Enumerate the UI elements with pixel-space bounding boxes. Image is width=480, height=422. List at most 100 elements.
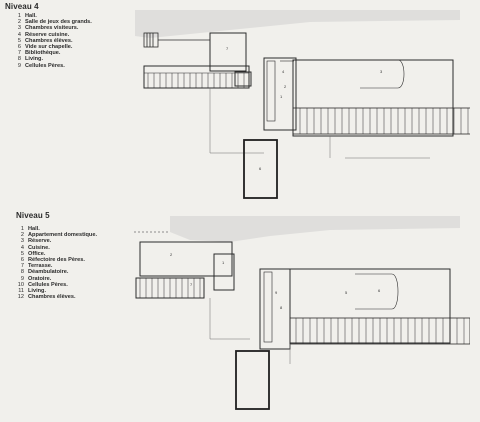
west-wing [135, 241, 235, 299]
plan-mark: 1 [280, 94, 283, 99]
plan-mark: 2 [170, 252, 173, 257]
legend-item: 2 Salle de jeux des grands. [11, 19, 92, 25]
legend-label: Cuisine. [28, 244, 50, 251]
legend-label: Living. [28, 288, 47, 295]
site-lines [209, 88, 430, 159]
legend-item: 1 Hall. [14, 226, 97, 232]
legend-number: 4 [17, 31, 21, 38]
legend-number: 3 [20, 238, 24, 245]
legend-label: Office. [28, 250, 46, 257]
legend-item: 9 Oratoire. [14, 276, 97, 282]
legend-item: 2 Appartement domestique. [14, 232, 97, 238]
plan-mark: 8 [280, 305, 283, 310]
east-wing-cells [299, 108, 469, 134]
legend-label: Réserve cuisine. [25, 31, 70, 38]
legend-item: 8 Déambulatoire. [14, 269, 97, 275]
legend-number: 2 [17, 19, 21, 26]
legend-number: 9 [20, 275, 24, 282]
legend-label: Hall. [25, 13, 37, 19]
legend-item: 12 Chambres élèves. [14, 294, 97, 300]
legend-item: 3 Réserve. [14, 238, 97, 244]
legend-label: Oratoire. [28, 275, 52, 282]
level4-room-marks: 7 12 4 3 [226, 46, 383, 99]
legend-label: Appartement domestique. [28, 232, 97, 239]
legend-item: 6 Vide sur chapelle. [11, 44, 92, 50]
legend-item: 6 Réfectoire des Pères. [14, 257, 97, 263]
level4-title: Niveau 4 [5, 2, 39, 11]
central-block [234, 57, 297, 131]
legend-item: 5 Chambres élèves. [11, 38, 92, 44]
legend-item: 7 Terrasse. [14, 263, 97, 269]
legend-number: 7 [17, 50, 21, 57]
west-wing [143, 32, 250, 89]
legend-item: 11 Living. [14, 288, 97, 294]
legend-label: Chambres élèves. [25, 37, 73, 44]
legend-number: 6 [20, 257, 24, 264]
legend-number: 10 [17, 281, 24, 288]
east-wing-cells [295, 318, 465, 344]
legend-label: Chambres visiteurs. [25, 25, 79, 32]
level5-floor-plan: 2 1 8 9 5 6 7 [134, 216, 470, 410]
legend-number: 4 [20, 244, 24, 251]
plan-mark: 1 [222, 260, 225, 265]
legend-item: 10 Cellules Pères. [14, 282, 97, 288]
plan-mark: 3 [380, 69, 383, 74]
legend-item: 3 Chambres visiteurs. [11, 25, 92, 31]
plan-mark: 7 [226, 46, 229, 51]
legend-item: 4 Réserve cuisine. [11, 32, 92, 38]
plan-mark-6: 6 [259, 166, 262, 171]
chapel-void [235, 350, 270, 410]
legend-number: 6 [17, 44, 21, 51]
legend-number: 2 [20, 232, 24, 239]
legend-item: 1 Hall. [11, 13, 92, 19]
legend-label: Cellules Pères. [25, 62, 65, 69]
legend-label: Vide sur chapelle. [25, 44, 73, 51]
plan-mark: 2 [284, 84, 287, 89]
legend-number: 8 [17, 56, 21, 63]
legend-number: 12 [17, 294, 24, 301]
legend-number: 1 [17, 13, 21, 19]
plan-mark: 4 [282, 69, 285, 74]
west-wing-cells [147, 73, 245, 88]
legend-item: 5 Office. [14, 251, 97, 257]
terrain-band [135, 10, 460, 38]
legend-label: Déambulatoire. [28, 269, 69, 276]
legend-number: 5 [20, 250, 24, 257]
legend-label: Réserve. [28, 238, 52, 245]
legend-label: Réfectoire des Pères. [28, 257, 85, 264]
legend-label: Terrasse. [28, 263, 53, 270]
plan-mark: 9 [275, 290, 278, 295]
west-wing-cells [139, 278, 201, 298]
legend-item: 8 Living. [11, 56, 92, 62]
plan-mark: 5 [345, 290, 348, 295]
legend-label: Living. [25, 56, 44, 63]
level5-room-marks: 2 1 8 9 5 6 7 [170, 252, 381, 310]
terrain-band [170, 216, 460, 242]
legend-number: 3 [17, 25, 21, 32]
stair-block [143, 32, 210, 48]
legend-label: Salle de jeux des grands. [25, 19, 92, 26]
central-block [259, 268, 291, 350]
legend-number: 8 [20, 269, 24, 276]
level5-title: Niveau 5 [16, 211, 50, 220]
legend-label: Bibliothèque. [25, 50, 61, 57]
legend-number: 5 [17, 37, 21, 44]
chapel-void [243, 139, 278, 199]
legend-number: 7 [20, 263, 24, 270]
legend-item: 4 Cuisine. [14, 245, 97, 251]
legend-item: 9 Cellules Pères. [11, 63, 92, 69]
legend-label: Chambres élèves. [28, 294, 76, 301]
plan-mark: 6 [378, 288, 381, 293]
legend-item: 7 Bibliothèque. [11, 50, 92, 56]
legend-label: Cellules Pères. [28, 281, 68, 288]
legend-number: 9 [17, 62, 21, 69]
level4-floor-plan: 6 7 12 4 3 [135, 10, 470, 199]
site-lines [209, 298, 291, 364]
legend-number: 11 [18, 288, 24, 295]
plan-mark: 7 [190, 282, 193, 287]
legend-number: 1 [20, 226, 24, 232]
legend-label: Hall. [28, 226, 40, 232]
